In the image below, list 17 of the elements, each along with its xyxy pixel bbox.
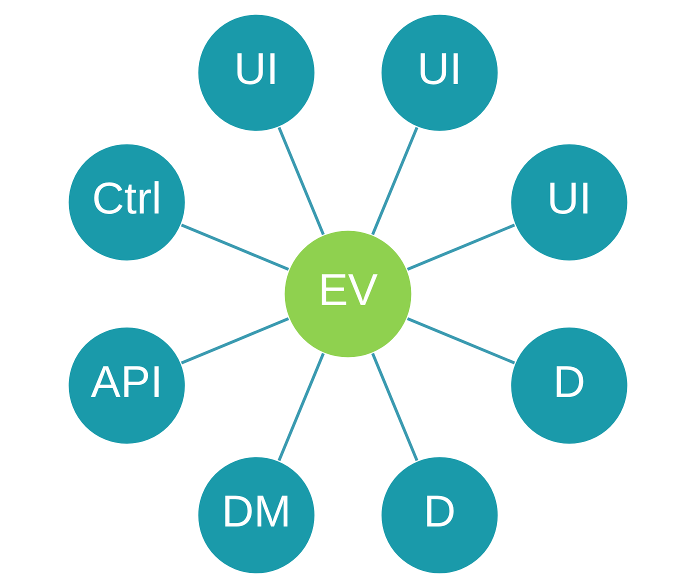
node-circle: EV xyxy=(283,229,413,359)
node-circle: UI xyxy=(196,13,316,132)
connector xyxy=(278,352,325,462)
connector xyxy=(278,126,325,236)
connector xyxy=(406,317,516,364)
connector xyxy=(406,224,516,271)
node-circle: D xyxy=(510,326,629,446)
node-circle: Ctrl xyxy=(67,142,186,262)
node-circle: DM xyxy=(196,456,316,575)
connector xyxy=(371,126,418,236)
connector xyxy=(180,317,290,364)
node-circle: UI xyxy=(380,13,500,132)
node-circle: UI xyxy=(510,142,629,262)
connector xyxy=(180,224,290,271)
connector xyxy=(371,352,418,462)
node-circle: D xyxy=(380,456,500,575)
node-circle: API xyxy=(67,326,186,446)
